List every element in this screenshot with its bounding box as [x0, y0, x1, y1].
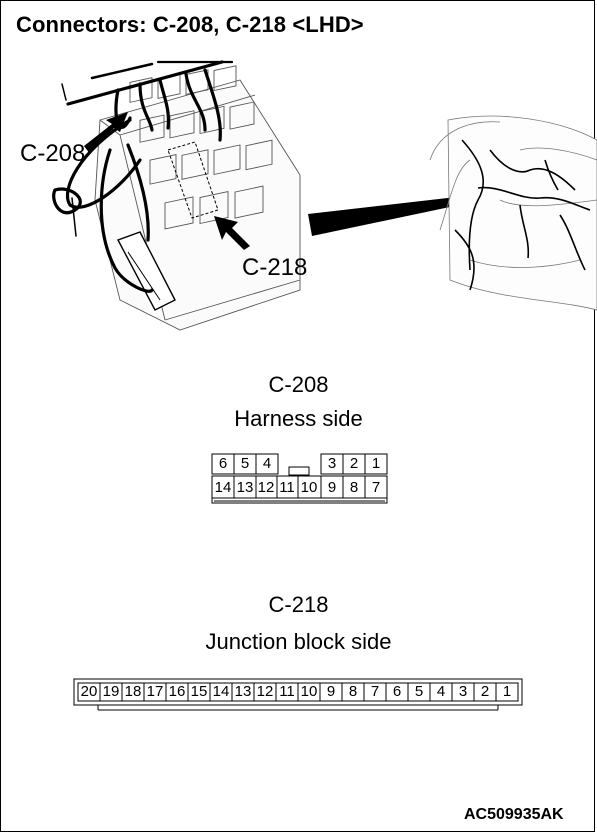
c218-connector-title: C-218 [268, 592, 329, 617]
c208-pin: 7 [371, 479, 381, 496]
c218-pin: 8 [348, 683, 358, 700]
c218-pin: 2 [480, 683, 490, 700]
wire-harness [52, 60, 234, 293]
c218-pin: 7 [370, 683, 380, 700]
c218-pin: 13 [234, 683, 252, 700]
c218-pin: 3 [458, 683, 468, 700]
c218-pin: 19 [102, 683, 120, 700]
c208-pin: 11 [279, 479, 295, 496]
c208-connector-title: C-208 [268, 372, 329, 397]
page-title: Connectors: C-208, C-218 <LHD> [16, 12, 364, 37]
c218-pin: 6 [392, 683, 402, 700]
c218-pin: 17 [146, 683, 164, 700]
c218-pin: 20 [80, 683, 98, 700]
c218-connector-side: Junction block side [205, 629, 392, 654]
c218-pin: 11 [279, 683, 295, 700]
c208-pin: 8 [349, 479, 359, 496]
dashboard-detail [429, 115, 597, 311]
c218-pin: 9 [326, 683, 336, 700]
c208-pin: 4 [262, 455, 272, 472]
c208-pin: 9 [327, 479, 337, 496]
c208-pin: 14 [214, 479, 232, 496]
c218-arrow [214, 216, 250, 250]
dashboard-wiring [454, 139, 591, 291]
c208-pin: 2 [349, 455, 359, 472]
c218-pin: 4 [436, 683, 446, 700]
c208-pin: 13 [236, 479, 254, 496]
c218-pin: 1 [502, 683, 512, 700]
c208-callout-label: C-208 [20, 140, 86, 167]
c218-pin: 5 [414, 683, 424, 700]
c208-connector-side: Harness side [234, 406, 363, 431]
figure-code: AC509935AK [464, 806, 564, 823]
c218-pin: 16 [168, 683, 186, 700]
c208-pin: 5 [240, 455, 250, 472]
c218-pin: 12 [256, 683, 274, 700]
c208-pin: 12 [257, 479, 275, 496]
c218-pin: 18 [124, 683, 142, 700]
c218-callout-label: C-218 [242, 254, 308, 281]
c218-pin: 14 [212, 683, 230, 700]
c208-pin: 6 [218, 455, 228, 472]
c208-pin: 10 [300, 479, 318, 496]
c208-pin: 1 [371, 455, 381, 472]
c218-pin: 15 [190, 683, 208, 700]
junction-block [94, 65, 301, 331]
c208-pin: 3 [327, 455, 337, 472]
c208-arrow [84, 112, 128, 154]
c218-pin: 10 [300, 683, 318, 700]
